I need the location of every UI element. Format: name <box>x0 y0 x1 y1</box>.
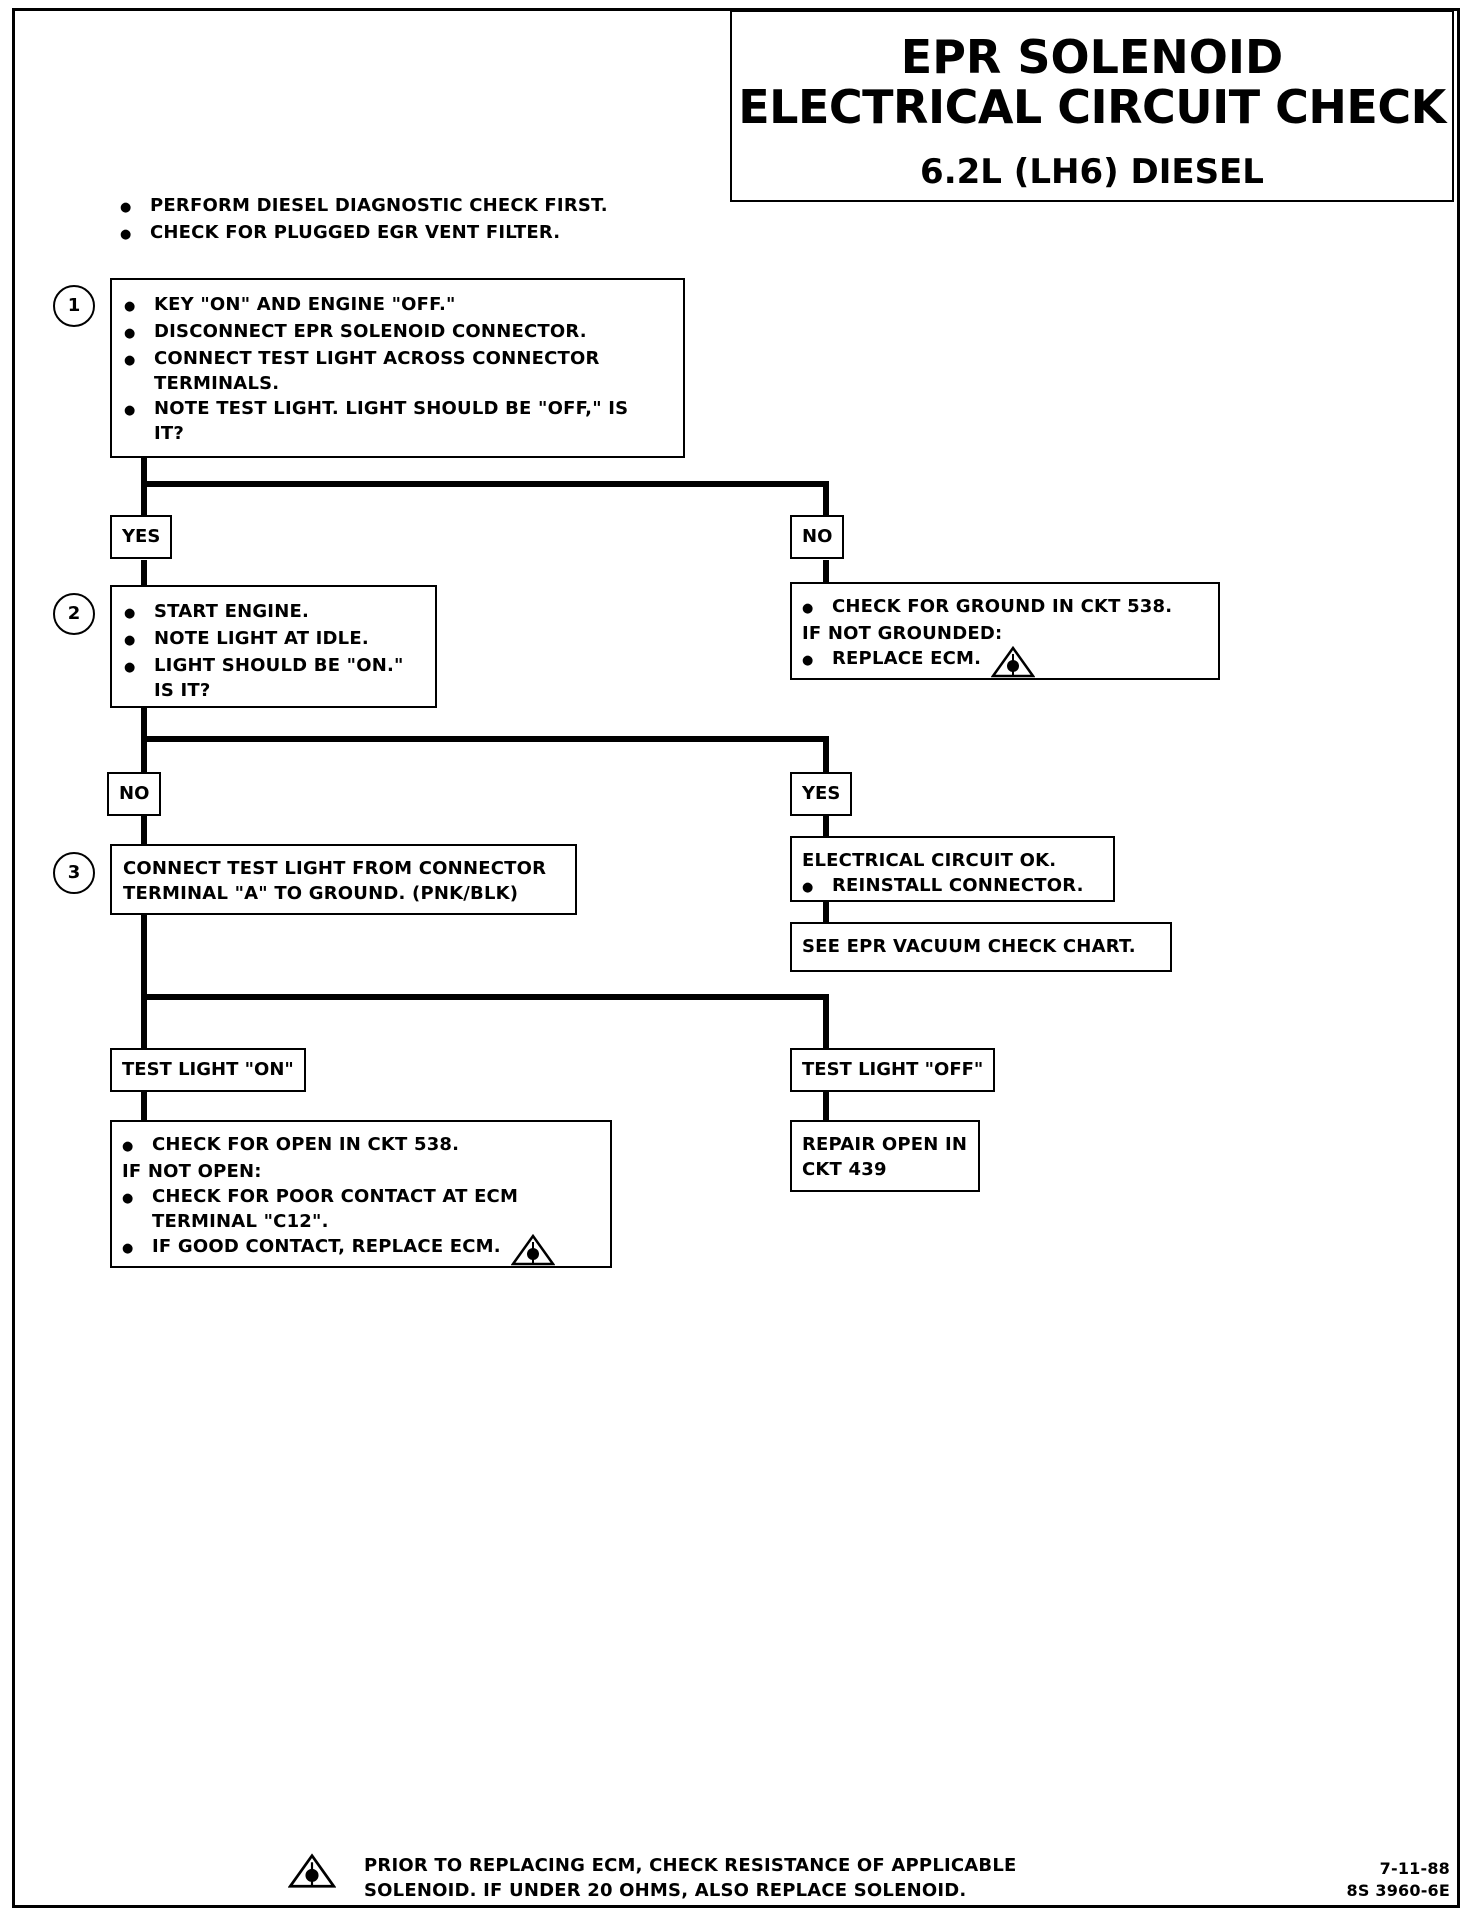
step-number-1: 1 <box>53 285 95 327</box>
flow-line <box>823 560 829 588</box>
page-subtitle: 6.2L (LH6) DIESEL <box>920 152 1264 192</box>
result-status: ELECTRICAL CIRCUIT OK. <box>802 850 1057 871</box>
flow-line <box>141 481 829 487</box>
test-light-on-label: TEST LIGHT "ON" <box>110 1048 306 1092</box>
flow-line <box>823 994 829 1049</box>
step2-yes-result-box: ELECTRICAL CIRCUIT OK. REINSTALL CONNECT… <box>790 836 1115 902</box>
step2-no-label: NO <box>107 772 162 816</box>
result-item: IF GOOD CONTACT, REPLACE ECM. <box>122 1234 600 1266</box>
step1-box: KEY "ON" AND ENGINE "OFF." DISCONNECT EP… <box>110 278 685 458</box>
see-vacuum-chart-box: SEE EPR VACUUM CHECK CHART. <box>790 922 1172 972</box>
precondition-item: PERFORM DIESEL DIAGNOSTIC CHECK FIRST. <box>120 193 720 220</box>
step2-yes-label: YES <box>790 772 853 816</box>
step1-item: CONNECT TEST LIGHT ACROSS CONNECTOR TERM… <box>124 346 673 396</box>
step1-no-label: NO <box>790 515 845 559</box>
ecm-warning-triangle-icon <box>510 1234 555 1266</box>
result-item: REPLACE ECM. <box>802 646 1208 678</box>
step-number-3: 3 <box>53 852 95 894</box>
test-light-off-result-box: REPAIR OPEN IN CKT 439 <box>790 1120 980 1192</box>
result-item: CHECK FOR OPEN IN CKT 538. <box>122 1132 600 1159</box>
result-condition: IF NOT GROUNDED: <box>802 623 1003 644</box>
title-block: EPR SOLENOID ELECTRICAL CIRCUIT CHECK 6.… <box>730 10 1454 202</box>
repair-text: REPAIR OPEN IN CKT 439 <box>802 1134 968 1180</box>
step2-item: NOTE LIGHT AT IDLE. <box>124 626 425 653</box>
followup-text: SEE EPR VACUUM CHECK CHART. <box>802 936 1136 957</box>
step2-item: START ENGINE. <box>124 599 425 626</box>
ecm-warning-triangle-icon <box>288 1853 336 1888</box>
result-item: CHECK FOR POOR CONTACT AT ECM TERMINAL "… <box>122 1184 600 1234</box>
precondition-item: CHECK FOR PLUGGED EGR VENT FILTER. <box>120 220 720 247</box>
footer-code: 8S 3960-6E <box>1346 1881 1450 1900</box>
step1-no-result-box: CHECK FOR GROUND IN CKT 538. IF NOT GROU… <box>790 582 1220 680</box>
footer-date: 7-11-88 <box>1379 1859 1450 1878</box>
flow-line <box>141 912 147 1049</box>
step2-box: START ENGINE. NOTE LIGHT AT IDLE. LIGHT … <box>110 585 437 708</box>
step1-item: DISCONNECT EPR SOLENOID CONNECTOR. <box>124 319 673 346</box>
test-light-on-result-box: CHECK FOR OPEN IN CKT 538. IF NOT OPEN: … <box>110 1120 612 1268</box>
footer-ids: 7-11-88 8S 3960-6E <box>1347 1858 1450 1902</box>
result-item: CHECK FOR GROUND IN CKT 538. <box>802 594 1208 621</box>
step3-text: CONNECT TEST LIGHT FROM CONNECTOR TERMIN… <box>123 858 547 904</box>
preconditions-list: PERFORM DIESEL DIAGNOSTIC CHECK FIRST. C… <box>120 193 720 247</box>
flow-line <box>141 560 147 588</box>
flow-line <box>823 900 829 922</box>
ecm-warning-triangle-icon <box>991 646 1036 678</box>
flow-line <box>141 994 829 1000</box>
step2-item: LIGHT SHOULD BE "ON." IS IT? <box>124 653 425 703</box>
flow-line <box>141 458 147 523</box>
flow-line <box>823 481 829 523</box>
step1-yes-label: YES <box>110 515 173 559</box>
flow-line <box>141 1086 147 1120</box>
flow-line <box>141 812 147 844</box>
flow-line <box>141 736 829 742</box>
footer-note: PRIOR TO REPLACING ECM, CHECK RESISTANCE… <box>364 1853 1064 1903</box>
test-light-off-label: TEST LIGHT "OFF" <box>790 1048 996 1092</box>
step1-item: KEY "ON" AND ENGINE "OFF." <box>124 292 673 319</box>
footer-note-line2: SOLENOID. IF UNDER 20 OHMS, ALSO REPLACE… <box>364 1880 967 1901</box>
step-number-2: 2 <box>53 593 95 635</box>
footer-note-line1: PRIOR TO REPLACING ECM, CHECK RESISTANCE… <box>364 1855 1017 1876</box>
page-title-line1: EPR SOLENOID <box>900 30 1284 84</box>
result-item: REINSTALL CONNECTOR. <box>802 873 1103 900</box>
page-title-line2: ELECTRICAL CIRCUIT CHECK <box>738 80 1446 134</box>
step3-box: CONNECT TEST LIGHT FROM CONNECTOR TERMIN… <box>110 844 577 915</box>
flow-line <box>823 812 829 837</box>
flow-line <box>823 1086 829 1120</box>
result-condition: IF NOT OPEN: <box>122 1161 262 1182</box>
page-frame <box>12 8 1460 1908</box>
step1-item: NOTE TEST LIGHT. LIGHT SHOULD BE "OFF," … <box>124 396 673 446</box>
flow-line <box>823 736 829 773</box>
